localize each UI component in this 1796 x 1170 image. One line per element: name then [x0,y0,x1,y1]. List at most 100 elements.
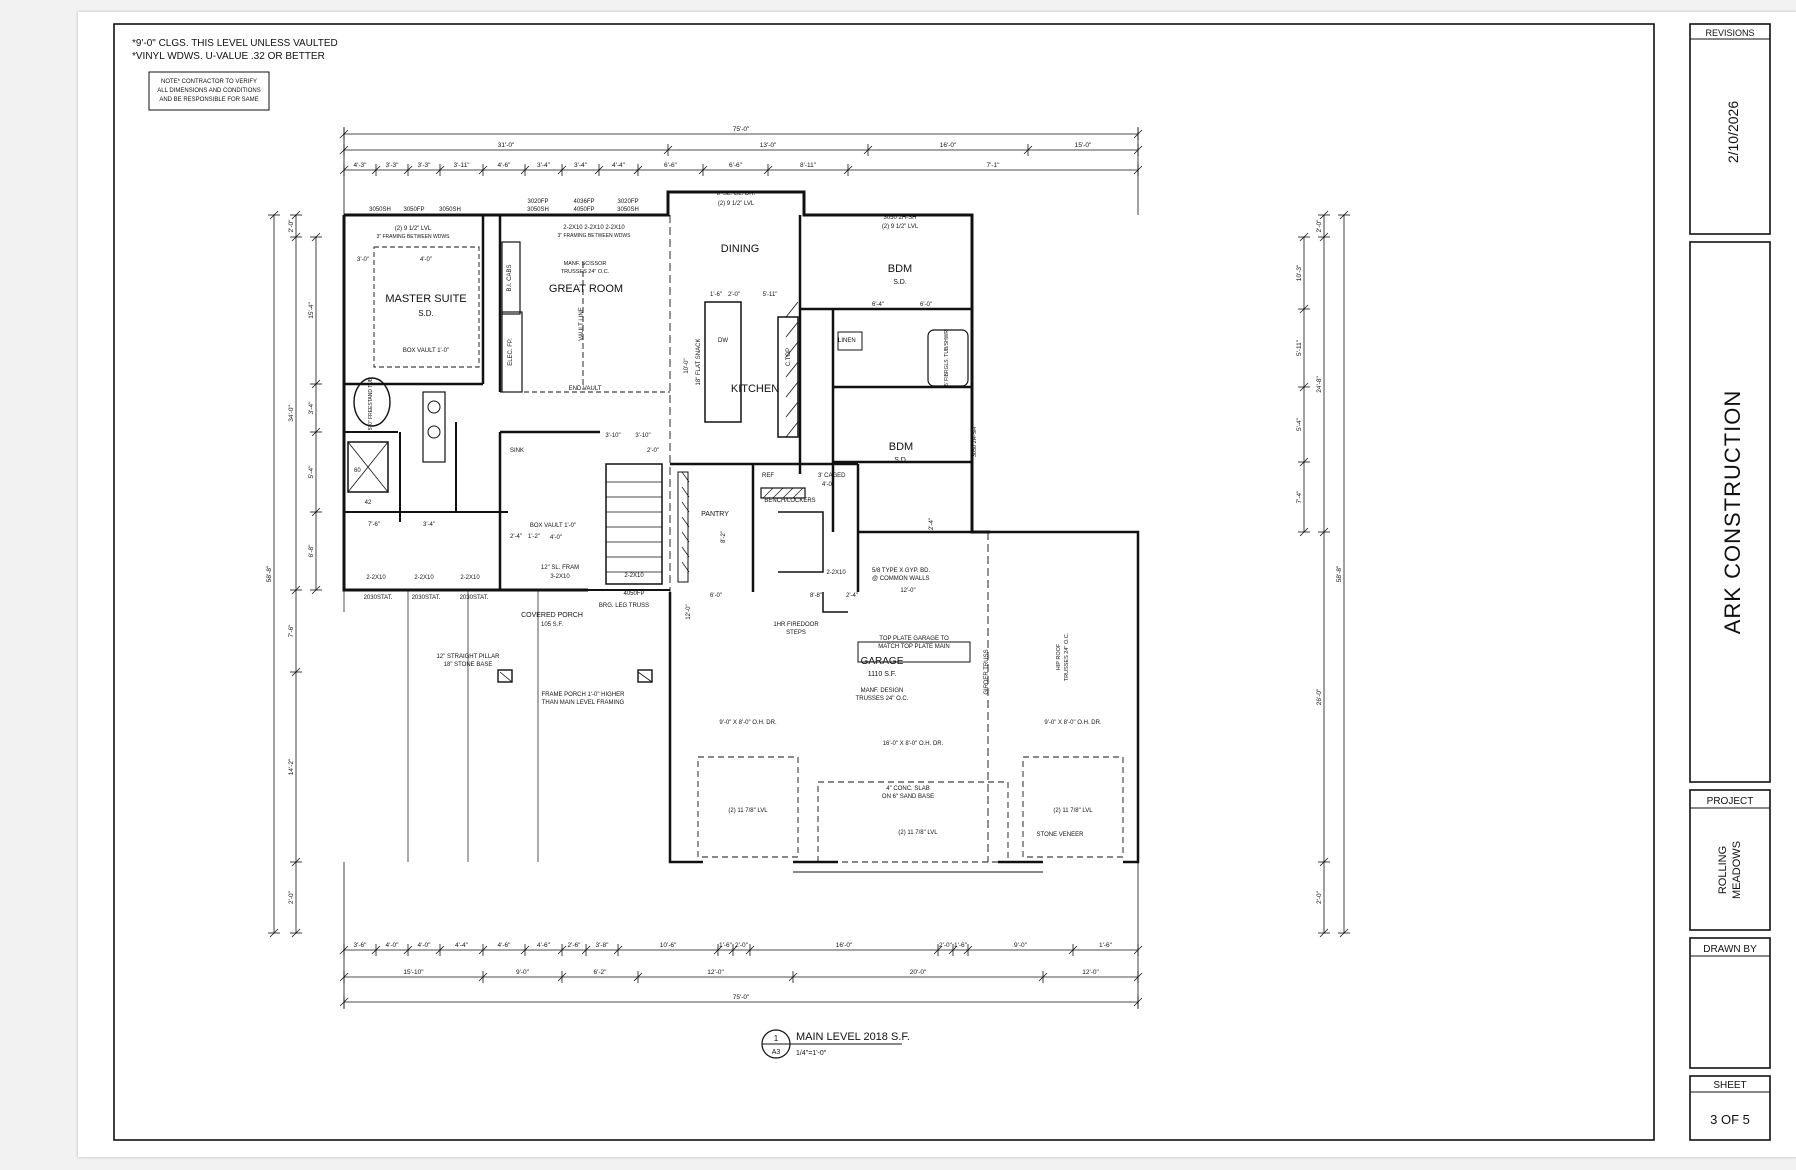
dim-bottom-row2-1: 9'-0" [516,969,530,976]
frame-porch-2: THAN MAIN LEVEL FRAMING [542,700,625,706]
dim-right-row2-2: 26'-0" [1316,688,1323,705]
kitchen-dim-2: 2'-0" [728,292,740,298]
window-great-2: 4036FP [573,199,594,205]
dim-top-row3-9: 6'-6" [729,162,743,169]
revisions-label: REVISIONS [1705,28,1754,38]
manf-scissor-1: MANF. SCISSOR [564,261,607,267]
dim-bottom-row1-9: 1'-6" [719,942,733,949]
dim-top-row3-3: 3'-11" [453,162,470,169]
manf-design-garage-2: TRUSSES 24" O.C. [856,696,909,702]
top-plate-2: MATCH TOP PLATE MAIN [878,644,949,650]
window-great-3b: 3050SH [617,207,639,213]
window-master-bottom-3: 2030STAT. [460,595,489,601]
contractor-note-3: AND BE RESPONSIBLE FOR SAME [159,97,258,103]
manf-design-garage-1: MANF. DESIGN [861,688,904,694]
label-ref: REF [762,473,774,479]
project-label: PROJECT [1707,796,1754,807]
shower-dim-42: 42 [365,500,372,506]
dim-bottom-row1-0: 3'-6" [354,942,368,949]
room-great-room: GREAT ROOM [549,283,623,295]
drawn-by-label: DRAWN BY [1703,944,1757,955]
dim-top-row3-7: 4'-4" [612,162,626,169]
dim-right-row3-3: 7'-4" [1296,490,1303,504]
dim-bottom-row1-8: 10'-6" [660,942,677,949]
dim-right-row2-1: 24'-8" [1316,376,1323,393]
frame-porch-1: FRAME PORCH 1'-0" HIGHER [542,692,626,698]
brg-leg-truss: BRG. LEG TRUSS [599,603,649,609]
dim-bottom-row1-4: 4'-6" [498,942,512,949]
window-great-3: 3020FP [617,199,638,205]
stair-dim-2: 3'-10" [635,433,650,439]
dim-top-row2-0: 31'-0" [498,142,515,149]
fiberglass-tub: 5' FIBRGLS. TUB/SHWR [944,330,950,386]
master-side: 3'-0" [357,257,369,263]
room-pantry: PANTRY [701,511,729,518]
hip-roof-1: HIP ROOF [1056,643,1062,670]
dimension-strings [268,127,1350,1009]
window-master-bottom-1: 2030STAT. [364,595,393,601]
dim-right-row3-2: 5'-4" [1296,417,1303,431]
dim-top-row3-0: 4'-3" [354,162,368,169]
dim-bottom-row1-1: 4'-0" [386,942,400,949]
bath-dim-3: 2'-4" [510,534,522,540]
dishwasher: DW [718,338,728,344]
dim-left-row3-2: 5'-4" [308,465,315,479]
window-master-2: 3050FP [403,207,424,213]
sl-frame-2: 3-2X10 [550,574,570,580]
dim-bottom-row1-2: 4'-0" [418,942,432,949]
drawing-title: 1 A3 MAIN LEVEL 2018 S.F. 1/4"=1'-0" [761,1029,910,1059]
dim-top-row3-1: 3'-3" [386,162,400,169]
dim-top-row3-2: 3'-3" [418,162,432,169]
stone-veneer: STONE VENEER [1037,832,1085,838]
dim-bottom-row1-11: 16'-0" [836,942,853,949]
dim-bottom-row1-15: 1'-6" [1099,942,1113,949]
room-master-sd: S.D. [418,309,434,318]
caged-dim-2: 2'-4" [929,518,935,530]
box-vault-master: BOX VAULT 1'-0" [403,348,449,354]
room-bedroom-1: BDM [888,263,912,275]
room-dining: DINING [721,243,760,255]
room-porch-sf: 105 S.F. [541,622,563,628]
master-bottom-header-2: 2-2X10 [414,575,434,581]
manf-scissor-2: TRUSSES 24" O.C. [561,269,610,275]
contractor-note-1: NOTE* CONTRACTOR TO VERIFY [161,79,257,85]
dim-left-row2-3: 14'-2" [288,758,295,775]
freestand-tub: 5'-0" FREESTAND TUB [368,377,374,430]
dim-top-row3-4: 4'-6" [498,162,512,169]
conc-slab-1: 4" CONC. SLAB [886,786,929,792]
dim-left-row3-3: 6'-8" [308,544,315,558]
dim-left-row2-2: 7'-6" [288,624,295,638]
dim-overall-bottom-0: 75'-0" [733,994,750,1001]
window-bdm: 3050 2H-SH [883,215,916,221]
pillar-1: 12" STRAIGHT PILLAR [436,654,500,660]
sliding-glass-door: 8' SL. GL. DR. [717,191,756,197]
dim-overall-top-0: 75'-0" [733,126,750,133]
dim-top-row3-8: 6'-6" [664,162,678,169]
project-name-line1: ROLLING [1717,846,1729,894]
bath-dim-5: 4'-0" [550,535,562,541]
dim-right-row2-3: 2'-0" [1316,890,1323,904]
title-block [1689,23,1771,1141]
caged-label: 3' CAGED [818,473,846,479]
caged-dim: 4'-0" [822,482,834,488]
bath-dim-1: 7'-6" [368,522,380,528]
room-bedroom-1-sd: S.D. [893,279,907,286]
dim-bottom-row1-7: 3'-8" [596,942,610,949]
box-vault-bath: BOX VAULT 1'-0" [530,523,576,529]
lvl-master: (2) 9 1/2" LVL [395,226,432,232]
project-name-line2: MEADOWS [1731,841,1743,899]
window-great-2b: 4050FP [573,207,594,213]
stair-2-0: 2'-0" [647,448,659,454]
hip-roof-2: TRUSSES 24" O.C. [1064,632,1070,681]
type-x-gyp-2: @ COMMON WALLS [872,576,930,582]
fire-door-1: 1HR FIREDOOR [773,622,819,628]
overhead-door-center: 16'-0" X 8'-0" O.H. DR. [883,741,944,747]
plan-annotations: BOX VAULT 1'-0" 4'-0" 3'-0" (2) 9 1/2" L… [354,191,1102,838]
dim-right-row3-0: 10'-3" [1296,264,1303,281]
sheet-number: 3 OF 5 [1710,1112,1750,1127]
window-master-3: 3050SH [439,207,461,213]
framing-great: 3" FRAMING BETWEEN WDWS [558,233,632,239]
drawing-sheet: REVISIONS 2/10/2026 ARK CONSTRUCTION PRO… [78,12,1796,1157]
room-linen: LINEN [838,338,856,344]
revision-date: 2/10/2026 [1725,101,1741,163]
